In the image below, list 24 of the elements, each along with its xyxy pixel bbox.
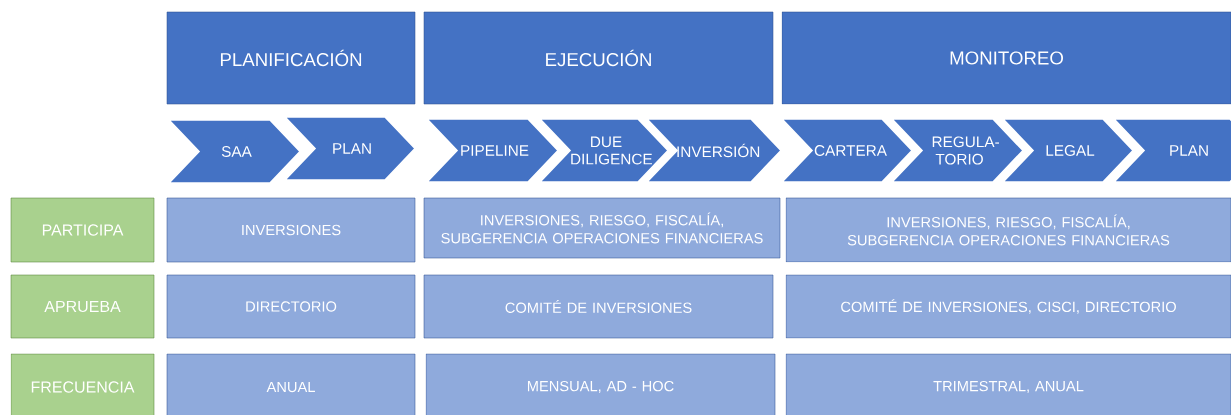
chevron-step: PLAN bbox=[283, 116, 417, 181]
phase-header: MONITOREO bbox=[781, 11, 1231, 105]
table-cell: COMITÉ DE INVERSIONES bbox=[423, 274, 774, 339]
phase-header: EJECUCIÓN bbox=[423, 11, 774, 105]
chevron-step: CARTERA bbox=[780, 118, 914, 183]
chevron-step: DUE DILIGENCE bbox=[538, 118, 670, 183]
table-cell: COMITÉ DE INVERSIONES, CISCI, DIRECTORIO bbox=[785, 274, 1231, 339]
node-label: PLAN bbox=[1170, 145, 1208, 156]
phase-header: PLANIFICACIÓN bbox=[166, 11, 416, 105]
table-cell: ANUAL bbox=[166, 353, 416, 415]
table-cell: INVERSIONES, RIESGO, FISCALÍA, SUBGERENCIA OPERACIONES FINANCIERAS bbox=[785, 197, 1231, 263]
table-cell: DIRECTORIO bbox=[166, 274, 416, 339]
row-label: FRECUENCIA bbox=[10, 353, 155, 415]
table-cell: INVERSIONES bbox=[166, 197, 416, 263]
chevron-step: LEGAL bbox=[1001, 118, 1135, 183]
row-label: PARTICIPA bbox=[10, 197, 155, 263]
table-cell: INVERSIONES, RIESGO, FISCALÍA, SUBGERENCIA OPERACIONES FINANCIERAS bbox=[423, 197, 781, 259]
chevron-step: PLAN bbox=[1112, 118, 1231, 183]
chevron-step: REGULA-TORIO bbox=[890, 118, 1025, 183]
row-label: APRUEBA bbox=[10, 274, 155, 339]
chevron-step: SAA bbox=[167, 119, 302, 184]
table-cell: MENSUAL, AD - HOC bbox=[425, 353, 776, 415]
table-cell: TRIMESTRAL, ANUAL bbox=[785, 353, 1231, 415]
chevron-step: PIPELINE bbox=[425, 118, 560, 183]
